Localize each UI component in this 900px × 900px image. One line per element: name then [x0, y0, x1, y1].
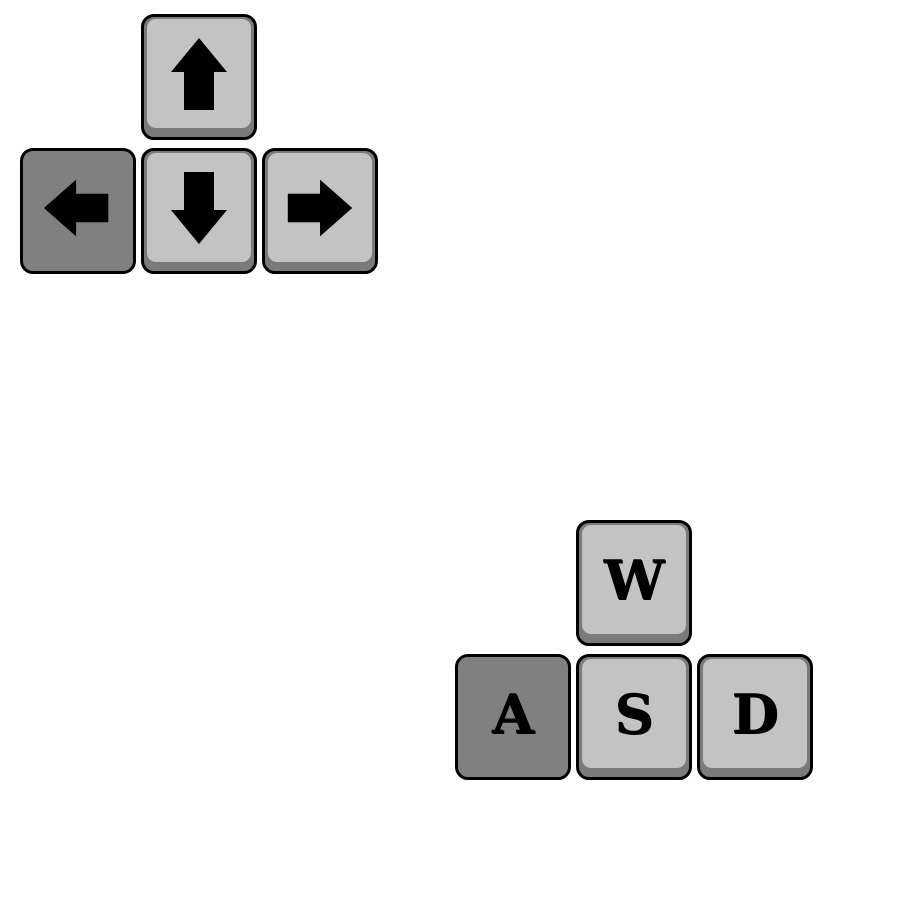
arrow-right-icon — [287, 179, 353, 236]
arrow-keys-cluster — [20, 14, 380, 278]
arrow-up-icon — [171, 37, 227, 110]
s-key[interactable]: S — [576, 654, 692, 780]
key-face — [26, 153, 130, 262]
key-face: S — [582, 659, 686, 768]
key-face — [147, 19, 251, 128]
key-face: A — [461, 659, 565, 768]
down-arrow-key[interactable] — [141, 148, 257, 274]
w-key[interactable]: W — [576, 520, 692, 646]
w-key-label: W — [603, 547, 665, 612]
left-arrow-key[interactable] — [20, 148, 136, 274]
a-key[interactable]: A — [455, 654, 571, 780]
right-arrow-key[interactable] — [262, 148, 378, 274]
key-face — [268, 153, 372, 262]
a-key-label: A — [492, 681, 534, 746]
arrow-left-icon — [43, 179, 109, 236]
arrow-down-icon — [171, 171, 227, 244]
key-face: D — [703, 659, 807, 768]
wasd-keys-cluster: W A S D — [455, 520, 815, 784]
up-arrow-key[interactable] — [141, 14, 257, 140]
key-face — [147, 153, 251, 262]
key-face: W — [582, 525, 686, 634]
d-key-label: D — [731, 681, 779, 746]
d-key[interactable]: D — [697, 654, 813, 780]
s-key-label: S — [614, 681, 654, 746]
